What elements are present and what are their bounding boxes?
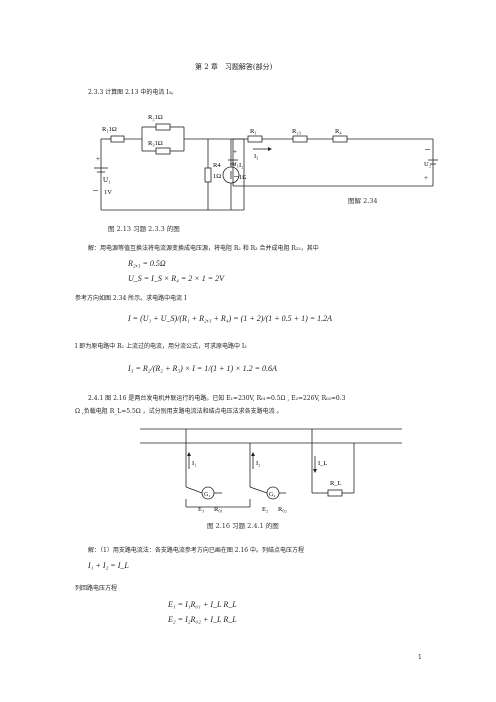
- us-minus: －: [424, 146, 431, 154]
- problem-241-heading-line1: 2.4.1 图 2.16 是两台发电机并联运行的电路。已知 E₁=230V, R…: [88, 395, 346, 402]
- equation-node: I₁ + I₂ = I_L: [88, 561, 129, 570]
- solution-233-intro: 解：用电源等值互换法将电流源变换成电压源，将电阻 R₂ 和 R₃ 合并成电阻 R…: [88, 245, 319, 252]
- u1-plus: +: [96, 155, 100, 163]
- loop-equation-text: 列回路电压方程: [75, 585, 118, 592]
- reference-direction-text: 参考方向如图 2.34 所示。求电路中电流 I: [75, 295, 187, 302]
- e2-label: E₂: [262, 506, 268, 513]
- r4-label: R4: [213, 162, 221, 169]
- figure-2-16-circuit: I₁ I₂ I_L R_L G₁ G₂ E₁ R₀₁ E₂ R₀₂: [140, 428, 402, 513]
- r1-label: R₁1Ω: [102, 126, 117, 133]
- i3-label: I₃: [254, 153, 258, 160]
- r1-label: R₁: [250, 128, 257, 135]
- r01-label: R₀₁: [214, 506, 223, 513]
- equation-r23: R₂,₃ = 0.5Ω: [128, 259, 166, 268]
- i1-label: I₁: [192, 460, 196, 467]
- figure-2-13-caption: 图 2.13 习题 2.3.3 的图: [108, 225, 180, 233]
- solution-241-intro: 解：（1）用支路电流法：各支路电流参考方向已画在图 2.16 中。列结点电压方程: [88, 547, 304, 554]
- g1-label: G₁: [204, 492, 210, 498]
- equation-loop2: E₂ = I₂R₀₂ + I_L R_L: [168, 615, 237, 624]
- r02-label: R₀₂: [278, 506, 287, 513]
- us-plus: +: [424, 174, 428, 182]
- r3-label: R₃1Ω: [148, 140, 163, 147]
- us-label: U₂: [424, 161, 431, 168]
- u1-minus: －: [233, 173, 240, 181]
- u1-plus: +: [233, 148, 237, 156]
- i2-label: I₂: [256, 460, 260, 467]
- equation-loop1: E₁ = I₁R₀₁ + I_L R_L: [168, 600, 237, 609]
- g2-label: G₂: [269, 492, 275, 498]
- r4-label: R₄: [335, 128, 342, 135]
- r4-value: 1Ω: [213, 173, 221, 180]
- figure-2-34-circuit: R₁ R₂₃ R₄ I₃ + U₁ － － U₂ +: [228, 128, 438, 187]
- is-value: 1Ω: [239, 174, 246, 181]
- figure-2-13-circuit: R₁1Ω R₂1Ω R₃1Ω R4 1Ω I₂ 1Ω + U₁ － 1V: [92, 114, 246, 211]
- problem-233-heading: 2.3.3 计算图 2.13 中的电流 I₃。: [88, 89, 178, 96]
- il-label: I_L: [318, 460, 327, 467]
- r23-label: R₂₃: [292, 128, 301, 135]
- equation-i: I = (U₁ + U_S)/(R₁ + R₂,₃ + R₄) = (1 + 2…: [128, 314, 333, 323]
- problem-241-heading-line2: Ω ,负载电阻 R_L=5.5Ω ，试分别用支路电流法和结点电压法求各支路电流 …: [75, 408, 283, 415]
- current-divider-text: I 即为原电路中 R₁ 上流过的电流，用分流公式，可求原电路中 I₃: [75, 343, 247, 350]
- u1-minus: －: [92, 187, 99, 195]
- u1-label: U₁: [232, 161, 239, 168]
- e1-label: E₁: [198, 506, 204, 513]
- page-number: 1: [418, 654, 422, 661]
- equation-i3: I₃ = R₂/(R₂ + R₃) × I = 1/(1 + 1) × 1.2 …: [128, 364, 277, 373]
- figure-2-16-caption: 图 2.16 习题 2.4.1 的图: [207, 522, 279, 530]
- u1-value: 1V: [104, 189, 112, 196]
- u1-label: U₁: [103, 176, 111, 184]
- chapter-header: 第 2 章 习题解答(部分): [195, 63, 273, 71]
- r2-label: R₂1Ω: [148, 114, 163, 121]
- equation-us: U_S = I_S × R₄ = 2 × 1 = 2V: [128, 274, 224, 283]
- rl-label: R_L: [330, 480, 342, 487]
- is-label: I₂: [239, 162, 243, 169]
- figure-2-34-caption: 图解 2.34: [348, 197, 378, 205]
